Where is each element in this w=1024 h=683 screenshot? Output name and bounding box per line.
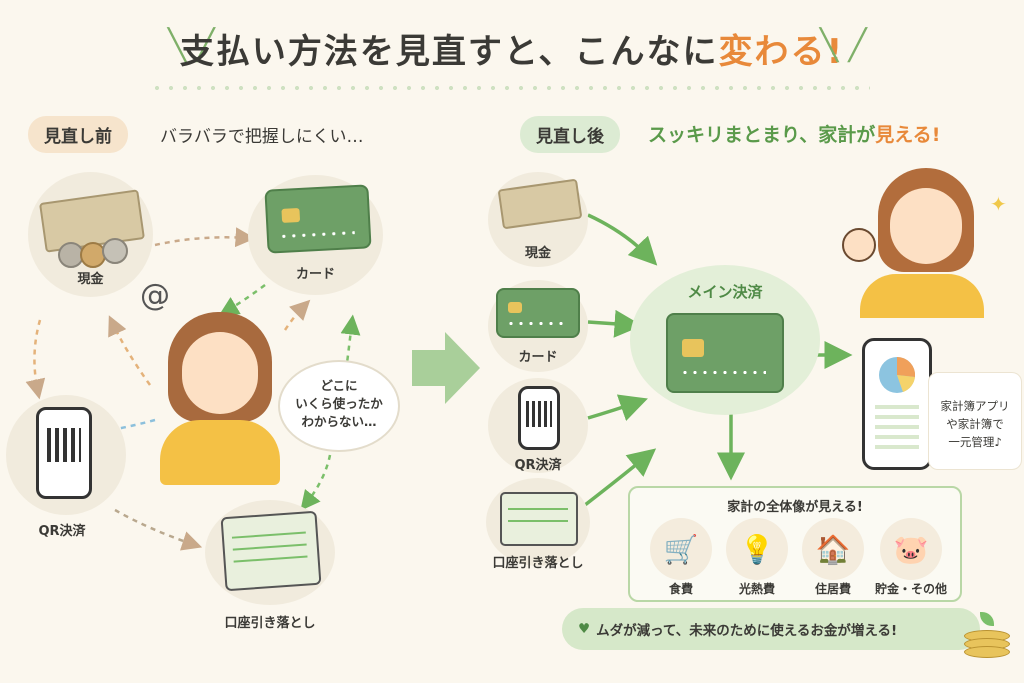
after-cash-label: 現金	[524, 246, 551, 261]
left-spark-icon: ╲ ╱	[168, 28, 215, 63]
cart-icon: 🛒	[650, 518, 712, 580]
confused-scribble-icon: @	[140, 278, 170, 313]
piggy-bank-icon: 🐷	[880, 518, 942, 580]
category-housing: 🏠	[802, 518, 864, 580]
category-savings: 🐷	[880, 518, 942, 580]
before-subtitle: バラバラで把握しにくい…	[160, 127, 364, 147]
page-title: 支払い方法を見直すと、こんなに変わる!	[0, 24, 1024, 73]
banknote-icon	[497, 178, 583, 230]
title-accent: 変わる	[718, 32, 827, 72]
title-main: 支払い方法を見直すと、こんなに	[179, 32, 719, 72]
house-icon: 🏠	[802, 518, 864, 580]
passbook-icon	[500, 492, 578, 546]
pie-chart-icon	[875, 356, 919, 449]
before-card-circle: カード	[248, 175, 383, 295]
category-utilities: 💡	[726, 518, 788, 580]
before-badge: 見直し前	[28, 116, 128, 153]
before-debit-label: 口座引き落とし	[224, 616, 316, 631]
overview-box: 家計の全体像が見える! 🛒 食費 💡 光熱費 🏠 住居費 🐷 貯金・その他	[628, 486, 962, 602]
after-card-label: カード	[518, 350, 558, 365]
main-credit-card-icon	[666, 313, 784, 393]
smartphone-qr-icon	[518, 386, 560, 450]
credit-card-icon	[496, 288, 580, 338]
credit-card-icon	[264, 184, 372, 254]
right-spark-icon: ╲ ╱	[820, 28, 867, 63]
thought-bubble: どこに いくら使ったか わからない…	[278, 360, 400, 452]
category-food: 🛒	[650, 518, 712, 580]
coin-icon	[58, 242, 84, 268]
before-card-label: カード	[295, 267, 335, 282]
before-qr-label: QR決済	[38, 524, 86, 539]
heart-icon: ♥	[578, 621, 591, 637]
after-qr-circle: QR決済	[488, 378, 588, 473]
happy-woman-illustration	[842, 168, 986, 318]
title-divider	[150, 86, 870, 90]
category-label-food: 食費	[668, 582, 693, 596]
category-label-utilities: 光熱費	[738, 582, 775, 596]
coin-stack-sprout-icon	[958, 612, 1014, 660]
overview-title: 家計の全体像が見える!	[727, 500, 863, 515]
app-note-box: 家計簿アプリ や家計簿で 一元管理♪	[928, 372, 1022, 470]
before-qr-circle	[6, 395, 126, 515]
coin-icon	[102, 238, 128, 264]
after-debit-label: 口座引き落とし	[492, 556, 584, 571]
confused-woman-illustration	[160, 310, 280, 485]
before-cash-label: 現金	[77, 272, 104, 287]
after-qr-label: QR決済	[514, 458, 562, 473]
ok-hand-icon	[842, 228, 876, 262]
after-subtitle: スッキリまとまり、家計が見える!	[648, 124, 941, 146]
category-label-savings: 貯金・その他	[874, 582, 947, 596]
after-cash-circle: 現金	[488, 172, 588, 267]
before-cash-circle: 現金	[28, 172, 153, 297]
bulb-icon: 💡	[726, 518, 788, 580]
before-debit-circle	[205, 500, 335, 605]
main-payment-label: メイン決済	[687, 283, 763, 301]
after-card-circle: カード	[488, 280, 588, 372]
category-label-housing: 住居費	[814, 582, 851, 596]
passbook-icon	[220, 510, 322, 592]
thought-text: どこに いくら使ったか わからない…	[295, 378, 383, 429]
sparkle-icon: ✦	[990, 192, 1007, 216]
main-payment-circle: メイン決済	[630, 265, 820, 415]
smartphone-qr-icon	[36, 407, 92, 499]
household-app-phone	[862, 338, 932, 470]
banner-text: ムダが減って、未来のために使えるお金が増える!	[596, 623, 898, 639]
title-exclamation: !	[826, 32, 845, 72]
bottom-banner: ♥ ムダが減って、未来のために使えるお金が増える!	[562, 608, 980, 650]
after-debit-circle	[486, 478, 590, 566]
after-badge: 見直し後	[520, 116, 620, 153]
